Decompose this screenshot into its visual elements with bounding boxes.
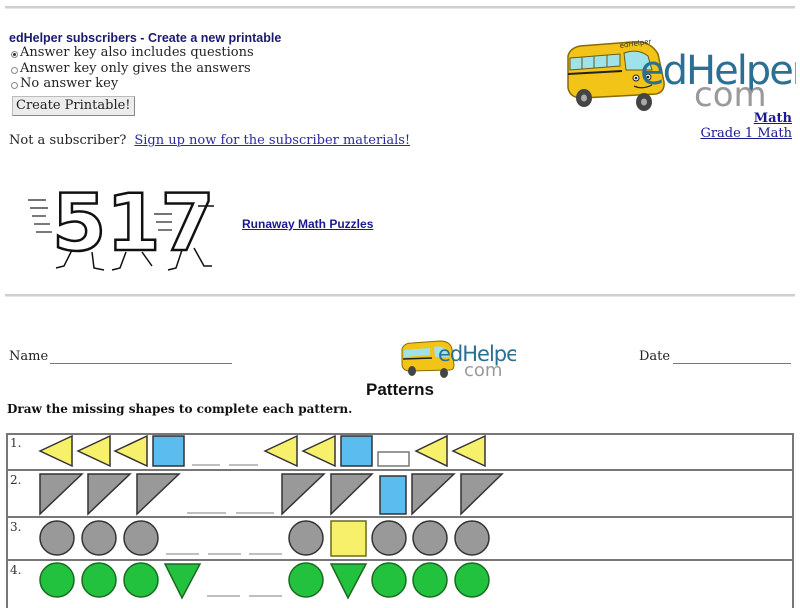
- school-bus-icon: edHelper edHelper. com: [567, 38, 800, 115]
- name-label: Name: [9, 349, 49, 364]
- circle-icon: [371, 520, 407, 556]
- radio-button-selected[interactable]: [11, 51, 18, 58]
- circle-icon: [412, 562, 448, 598]
- square-icon: [152, 435, 185, 467]
- left-triangle-icon: [38, 434, 73, 468]
- radio-answer-key-only-answers[interactable]: Answer key only gives the answers: [11, 61, 251, 76]
- school-bus-small-icon: edHelper. com: [401, 340, 530, 381]
- radio-label: Answer key only gives the answers: [20, 61, 251, 76]
- pattern-row-2: [39, 473, 504, 516]
- row-divider: [6, 469, 794, 471]
- row-number: 3.: [10, 520, 22, 534]
- radio-button[interactable]: [11, 82, 18, 89]
- circle-icon: [412, 520, 448, 556]
- date-field-line[interactable]: [673, 363, 791, 364]
- right-triangle-icon: [39, 473, 84, 516]
- circle-icon: [81, 562, 117, 598]
- edhelper-logo[interactable]: edHelper edHelper. com: [562, 34, 800, 115]
- row-number: 1.: [10, 436, 22, 450]
- pattern-row-3: [39, 520, 490, 557]
- down-triangle-icon: [163, 563, 202, 600]
- not-subscriber-text: Not a subscriber?: [9, 133, 127, 148]
- circle-icon: [123, 562, 159, 598]
- right-triangle-icon: [411, 473, 456, 516]
- row-divider: [6, 516, 794, 518]
- square-icon: [330, 520, 367, 557]
- circle-icon: [288, 520, 324, 556]
- row-number: 4.: [10, 563, 22, 577]
- left-triangle-icon: [451, 434, 486, 468]
- circle-icon: [81, 520, 117, 556]
- svg-text:com: com: [464, 360, 502, 379]
- top-divider: [5, 6, 795, 9]
- circle-icon: [123, 520, 159, 556]
- right-triangle-icon: [460, 473, 504, 516]
- row-divider: [6, 559, 794, 561]
- left-triangle-icon: [301, 434, 336, 468]
- row-number: 2.: [10, 473, 22, 487]
- worksheet-edhelper-logo: edHelper. com: [400, 337, 530, 381]
- svg-text:517: 517: [52, 179, 215, 269]
- svg-text:edHelper.: edHelper.: [438, 342, 516, 366]
- radio-no-answer-key[interactable]: No answer key: [11, 76, 118, 91]
- tall-rect-icon: [379, 475, 407, 515]
- left-triangle-icon: [113, 434, 148, 468]
- left-triangle-icon: [76, 434, 111, 468]
- name-field-line[interactable]: [50, 363, 232, 364]
- left-triangle-icon: [263, 434, 298, 468]
- right-triangle-icon: [87, 473, 132, 516]
- runaway-math-puzzles-link[interactable]: Runaway Math Puzzles: [242, 217, 374, 231]
- radio-label: Answer key also includes questions: [20, 45, 254, 60]
- small-rect-icon: [377, 451, 410, 467]
- svg-text:edHelper.: edHelper.: [640, 48, 796, 94]
- blank-answer-lines: [166, 464, 282, 597]
- subscriber-form-title: edHelper subscribers - Create a new prin…: [9, 31, 282, 45]
- down-triangle-icon: [329, 563, 368, 600]
- date-label: Date: [639, 349, 671, 364]
- radio-label: No answer key: [20, 76, 119, 91]
- not-subscriber-line: Not a subscriber? Sign up now for the sub…: [9, 133, 410, 148]
- signup-link[interactable]: Sign up now for the subscriber materials…: [134, 133, 411, 148]
- square-icon: [340, 435, 373, 467]
- radio-button[interactable]: [11, 67, 18, 74]
- circle-icon: [39, 520, 75, 556]
- create-printable-button[interactable]: Create Printable!: [12, 96, 135, 116]
- right-triangle-icon: [136, 473, 181, 516]
- right-triangle-icon: [330, 473, 374, 516]
- breadcrumb-math-link[interactable]: Math: [753, 111, 792, 126]
- pattern-row-4: [39, 562, 490, 600]
- runaway-math-illustration[interactable]: 517: [22, 170, 218, 280]
- pattern-table: [6, 433, 794, 608]
- running-numbers-icon: 517: [28, 178, 216, 271]
- circle-icon: [371, 562, 407, 598]
- circle-icon: [39, 562, 75, 598]
- worksheet-title: Patterns: [365, 380, 435, 399]
- breadcrumb-grade1-math-link[interactable]: Grade 1 Math: [700, 126, 792, 141]
- right-triangle-icon: [281, 473, 326, 516]
- left-triangle-icon: [414, 434, 448, 468]
- circle-icon: [288, 562, 324, 598]
- pattern-row-1: [38, 434, 486, 468]
- circle-icon: [454, 520, 490, 556]
- worksheet-instructions: Draw the missing shapes to complete each…: [7, 402, 353, 416]
- svg-text:com: com: [694, 75, 767, 112]
- section-divider: [5, 294, 795, 297]
- circle-icon: [454, 562, 490, 598]
- radio-answer-key-includes-questions[interactable]: Answer key also includes questions: [11, 45, 254, 60]
